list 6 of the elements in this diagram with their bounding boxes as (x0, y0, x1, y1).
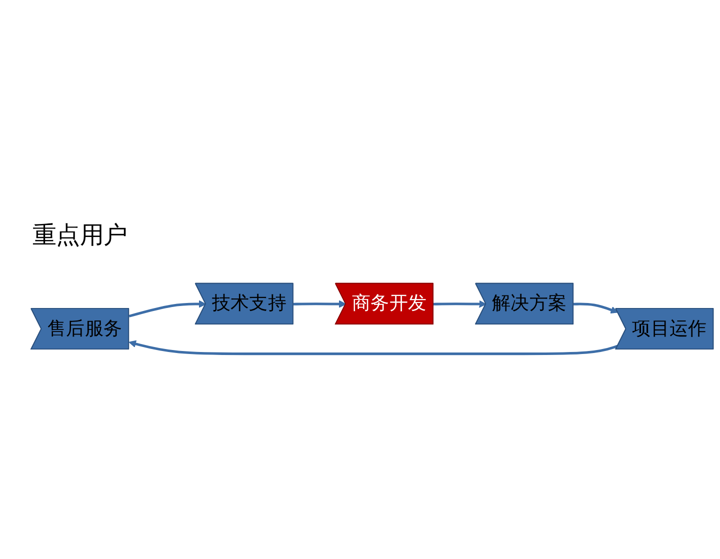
arrow (433, 300, 486, 308)
arrow (128, 340, 618, 356)
arrow (293, 300, 346, 308)
arrow (128, 300, 206, 318)
node-text: 重点用户 (32, 221, 128, 250)
arrow (574, 302, 618, 314)
